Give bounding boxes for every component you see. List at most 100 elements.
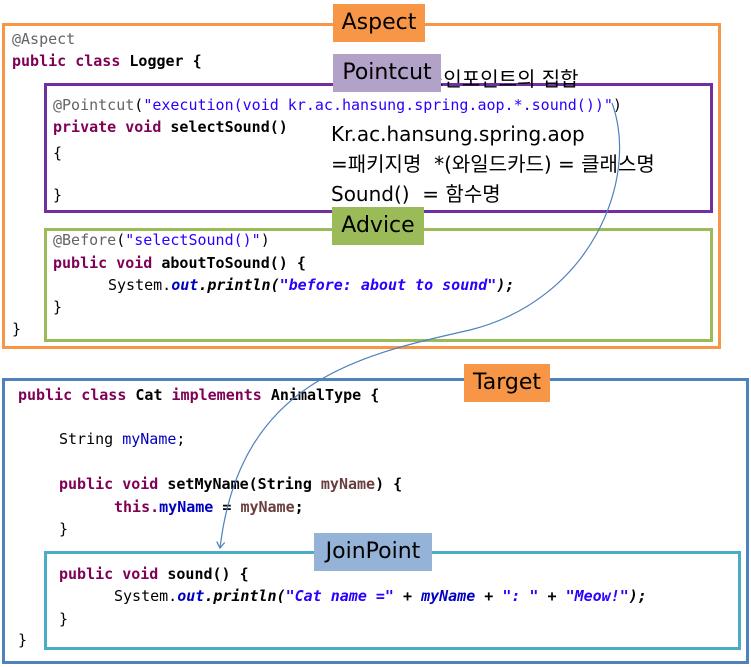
aspect-annotation-text: @Aspect: [12, 30, 76, 48]
joinpoint-set-text: 조인포인트의 집합: [425, 67, 579, 91]
keyword-void: void: [122, 565, 159, 583]
advice-end: );: [496, 276, 515, 294]
pointcut-expression: "execution(void kr.ac.hansung.spring.aop…: [143, 96, 613, 114]
package-line-text: Kr.ac.hansung.spring.aop: [331, 122, 585, 146]
joinpoint-system: System.: [114, 587, 178, 605]
keyword-class: class: [81, 386, 127, 404]
pointcut-open-brace: {: [53, 142, 62, 164]
target-assign: =: [213, 498, 241, 516]
joinpoint-plus2: +: [475, 587, 503, 605]
joinpoint-end: );: [628, 587, 647, 605]
pointcut-paren-open: (: [134, 96, 144, 114]
advice-system: System.: [108, 276, 172, 294]
target-this-field: myName: [159, 498, 214, 516]
sound-desc-text: Sound() = 함수명: [331, 182, 501, 206]
keyword-public: public: [12, 52, 67, 70]
pointcut-annotation-line: @Pointcut("execution(void kr.ac.hansung.…: [53, 94, 622, 116]
joinpoint-var: myName: [421, 587, 476, 605]
advice-method-line: public void aboutToSound() {: [53, 252, 306, 274]
pointcut-open-text: {: [53, 144, 63, 162]
pointcut-close-brace: }: [53, 184, 62, 206]
target-field-name: myName: [122, 430, 177, 448]
advice-paren-close: ): [260, 231, 270, 249]
aspect-close-text: }: [12, 320, 22, 338]
target-assign-end: ;: [294, 498, 304, 516]
joinpoint-plus1: +: [393, 587, 422, 605]
joinpoint-str3: "Meow!": [565, 587, 629, 605]
advice-close-text: }: [53, 298, 63, 316]
keyword-public: public: [59, 475, 114, 493]
target-setter-line: public void setMyName(String myName) {: [59, 473, 402, 495]
target-setter-param: myName: [320, 475, 376, 493]
advice-label-text: Advice: [341, 213, 415, 238]
pointcut-annotation: @Pointcut: [53, 96, 135, 114]
target-class-declaration: public class Cat implements AnimalType {: [18, 384, 379, 406]
advice-label: Advice: [332, 207, 424, 245]
target-label-text: Target: [472, 370, 542, 395]
advice-message: "before: about to sound": [279, 276, 497, 294]
keyword-public: public: [59, 565, 114, 583]
target-field-type: String: [59, 430, 114, 448]
advice-annotation: @Before: [53, 231, 117, 249]
aspect-class-declaration: public class Logger {: [12, 50, 202, 72]
pointcut-paren-close: ): [612, 96, 622, 114]
pointcut-close-text: }: [53, 186, 63, 204]
joinpoint-plus3: +: [538, 587, 566, 605]
keyword-void: void: [122, 475, 159, 493]
advice-close-brace: }: [53, 296, 62, 318]
target-setter-close: }: [59, 518, 68, 540]
keyword-public: public: [53, 254, 108, 272]
advice-paren-open: (: [116, 231, 126, 249]
package-note: Kr.ac.hansung.spring.aop: [331, 122, 585, 146]
target-field-line: String myName;: [59, 428, 185, 450]
joinpoint-set-note: 조인포인트의 집합: [425, 63, 579, 92]
aspect-annotation: @Aspect: [12, 28, 75, 50]
joinpoint-label: JoinPoint: [314, 533, 432, 571]
joinpoint-println: .println(: [204, 587, 286, 605]
target-box: [2, 378, 749, 664]
joinpoint-close-text: }: [59, 610, 69, 628]
target-setter-close-text: }: [59, 520, 69, 538]
package-desc-note: =패키지명 *(와일드카드) = 클래스명: [331, 148, 655, 177]
pointcut-method-name: selectSound(): [170, 118, 288, 136]
pointcut-label-text: Pointcut: [342, 60, 432, 85]
aspect-label: Aspect: [333, 4, 425, 42]
target-setter-end: ) {: [375, 475, 403, 493]
keyword-this: this.: [114, 498, 160, 516]
target-field-semicolon: ;: [176, 430, 186, 448]
advice-method-name: aboutToSound() {: [161, 254, 306, 272]
joinpoint-str2: ": ": [502, 587, 539, 605]
joinpoint-method-line: public void sound() {: [59, 563, 249, 585]
aspect-class-name: Logger {: [129, 52, 202, 70]
joinpoint-str1: "Cat name =": [285, 587, 394, 605]
advice-println: .println(: [198, 276, 280, 294]
target-class-name: Cat: [135, 386, 163, 404]
advice-annotation-line: @Before("selectSound()"): [53, 229, 270, 251]
keyword-void: void: [125, 118, 162, 136]
target-close-brace: }: [18, 629, 27, 651]
advice-out: out: [171, 276, 199, 294]
arrow-curve: [216, 102, 621, 550]
joinpoint-out: out: [177, 587, 205, 605]
aspect-close-brace: }: [12, 318, 21, 340]
pointcut-method-line: private void selectSound(): [53, 116, 288, 138]
advice-expression: "selectSound()": [125, 231, 261, 249]
keyword-implements: implements: [171, 386, 262, 404]
keyword-class: class: [75, 52, 121, 70]
pointcut-label: Pointcut: [333, 54, 441, 92]
target-interface: AnimalType {: [270, 386, 380, 404]
target-close-text: }: [18, 631, 28, 649]
keyword-public: public: [18, 386, 73, 404]
joinpoint-println-line: System.out.println("Cat name =" + myName…: [114, 585, 647, 607]
target-setter-name: setMyName(String: [167, 475, 312, 493]
keyword-private: private: [53, 118, 117, 136]
target-assign-line: this.myName = myName;: [114, 496, 304, 518]
target-label: Target: [464, 364, 550, 402]
joinpoint-close-brace: }: [59, 608, 68, 630]
keyword-void: void: [116, 254, 153, 272]
sound-desc-note: Sound() = 함수명: [331, 178, 501, 207]
joinpoint-method-name: sound() {: [167, 565, 249, 583]
joinpoint-label-text: JoinPoint: [325, 539, 421, 564]
aspect-label-text: Aspect: [341, 10, 417, 35]
